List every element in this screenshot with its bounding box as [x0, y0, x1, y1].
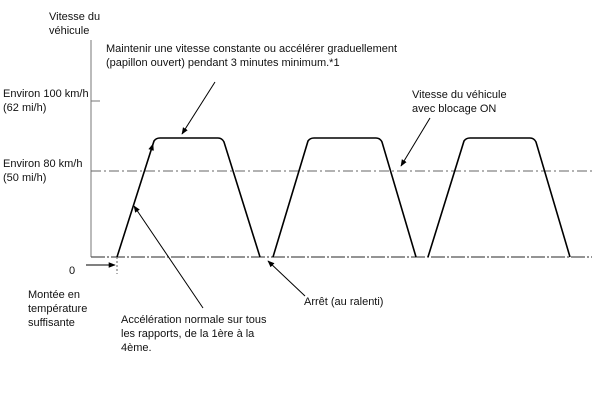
- y-axis-label-line: Vitesse du: [49, 11, 101, 23]
- top-note-arrow: [181, 81, 216, 135]
- accel-note-line: 4ème.: [121, 342, 152, 354]
- warmup-note-line: Montée en: [28, 289, 80, 301]
- top-note-line: Maintenir une vitesse constante ou accél…: [106, 43, 398, 55]
- y-axis-label: Vitesse du véhicule: [49, 10, 100, 38]
- top-note: Maintenir une vitesse constante ou accél…: [106, 42, 397, 70]
- level-80-line: (50 mi/h): [3, 172, 47, 184]
- lockup-note-line: Vitesse du véhicule: [412, 89, 507, 101]
- level-80-line: Environ 80 km/h: [3, 158, 83, 170]
- speed-cycle-1: [116, 137, 261, 258]
- zero-label: 0: [69, 265, 76, 277]
- lockup-note-line: avec blocage ON: [412, 103, 497, 115]
- level-100-line: (62 mi/h): [3, 102, 47, 114]
- level-80-label: Environ 80 km/h (50 mi/h): [3, 157, 82, 185]
- y-axis-label-line: véhicule: [49, 25, 90, 37]
- accel-note: Accélération normale sur tous les rappor…: [121, 313, 267, 355]
- lockup-note: Vitesse du véhicule avec blocage ON: [412, 88, 507, 116]
- lockup-arrow: [400, 117, 431, 167]
- top-note-line: (papillon ouvert) pendant 3 minutes mini…: [106, 57, 340, 69]
- level-100-label: Environ 100 km/h (62 mi/h): [3, 87, 89, 115]
- stop-arrow: [267, 260, 306, 297]
- warmup-note: Montée en température suffisante: [28, 288, 87, 330]
- speed-cycle-2: [272, 137, 417, 258]
- rise-arrow: [147, 143, 154, 161]
- stop-note: Arrêt (au ralenti): [304, 296, 384, 308]
- accel-note-line: les rapports, de la 1ère à la: [121, 328, 255, 340]
- accel-note-arrow: [133, 205, 204, 309]
- accel-note-line: Accélération normale sur tous: [121, 314, 267, 326]
- warmup-note-line: suffisante: [28, 317, 75, 329]
- speed-cycle-3: [427, 137, 571, 258]
- level-100-line: Environ 100 km/h: [3, 88, 89, 100]
- warmup-note-line: température: [28, 303, 88, 315]
